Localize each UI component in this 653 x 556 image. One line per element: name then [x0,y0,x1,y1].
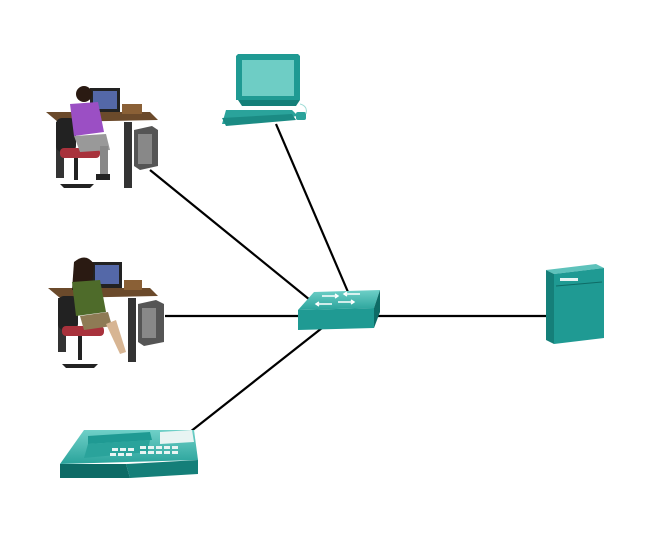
link-phone-switch [189,327,323,433]
user-workstation-female-icon [48,257,164,368]
user-workstation-male-icon [46,86,158,188]
link-pc-switch [274,123,350,293]
server-icon [546,264,604,344]
ip-phone-icon [60,430,198,478]
links [149,123,546,433]
link-user1-switch [149,169,311,301]
switch-icon [298,290,380,330]
desktop-pc-icon [222,54,307,126]
